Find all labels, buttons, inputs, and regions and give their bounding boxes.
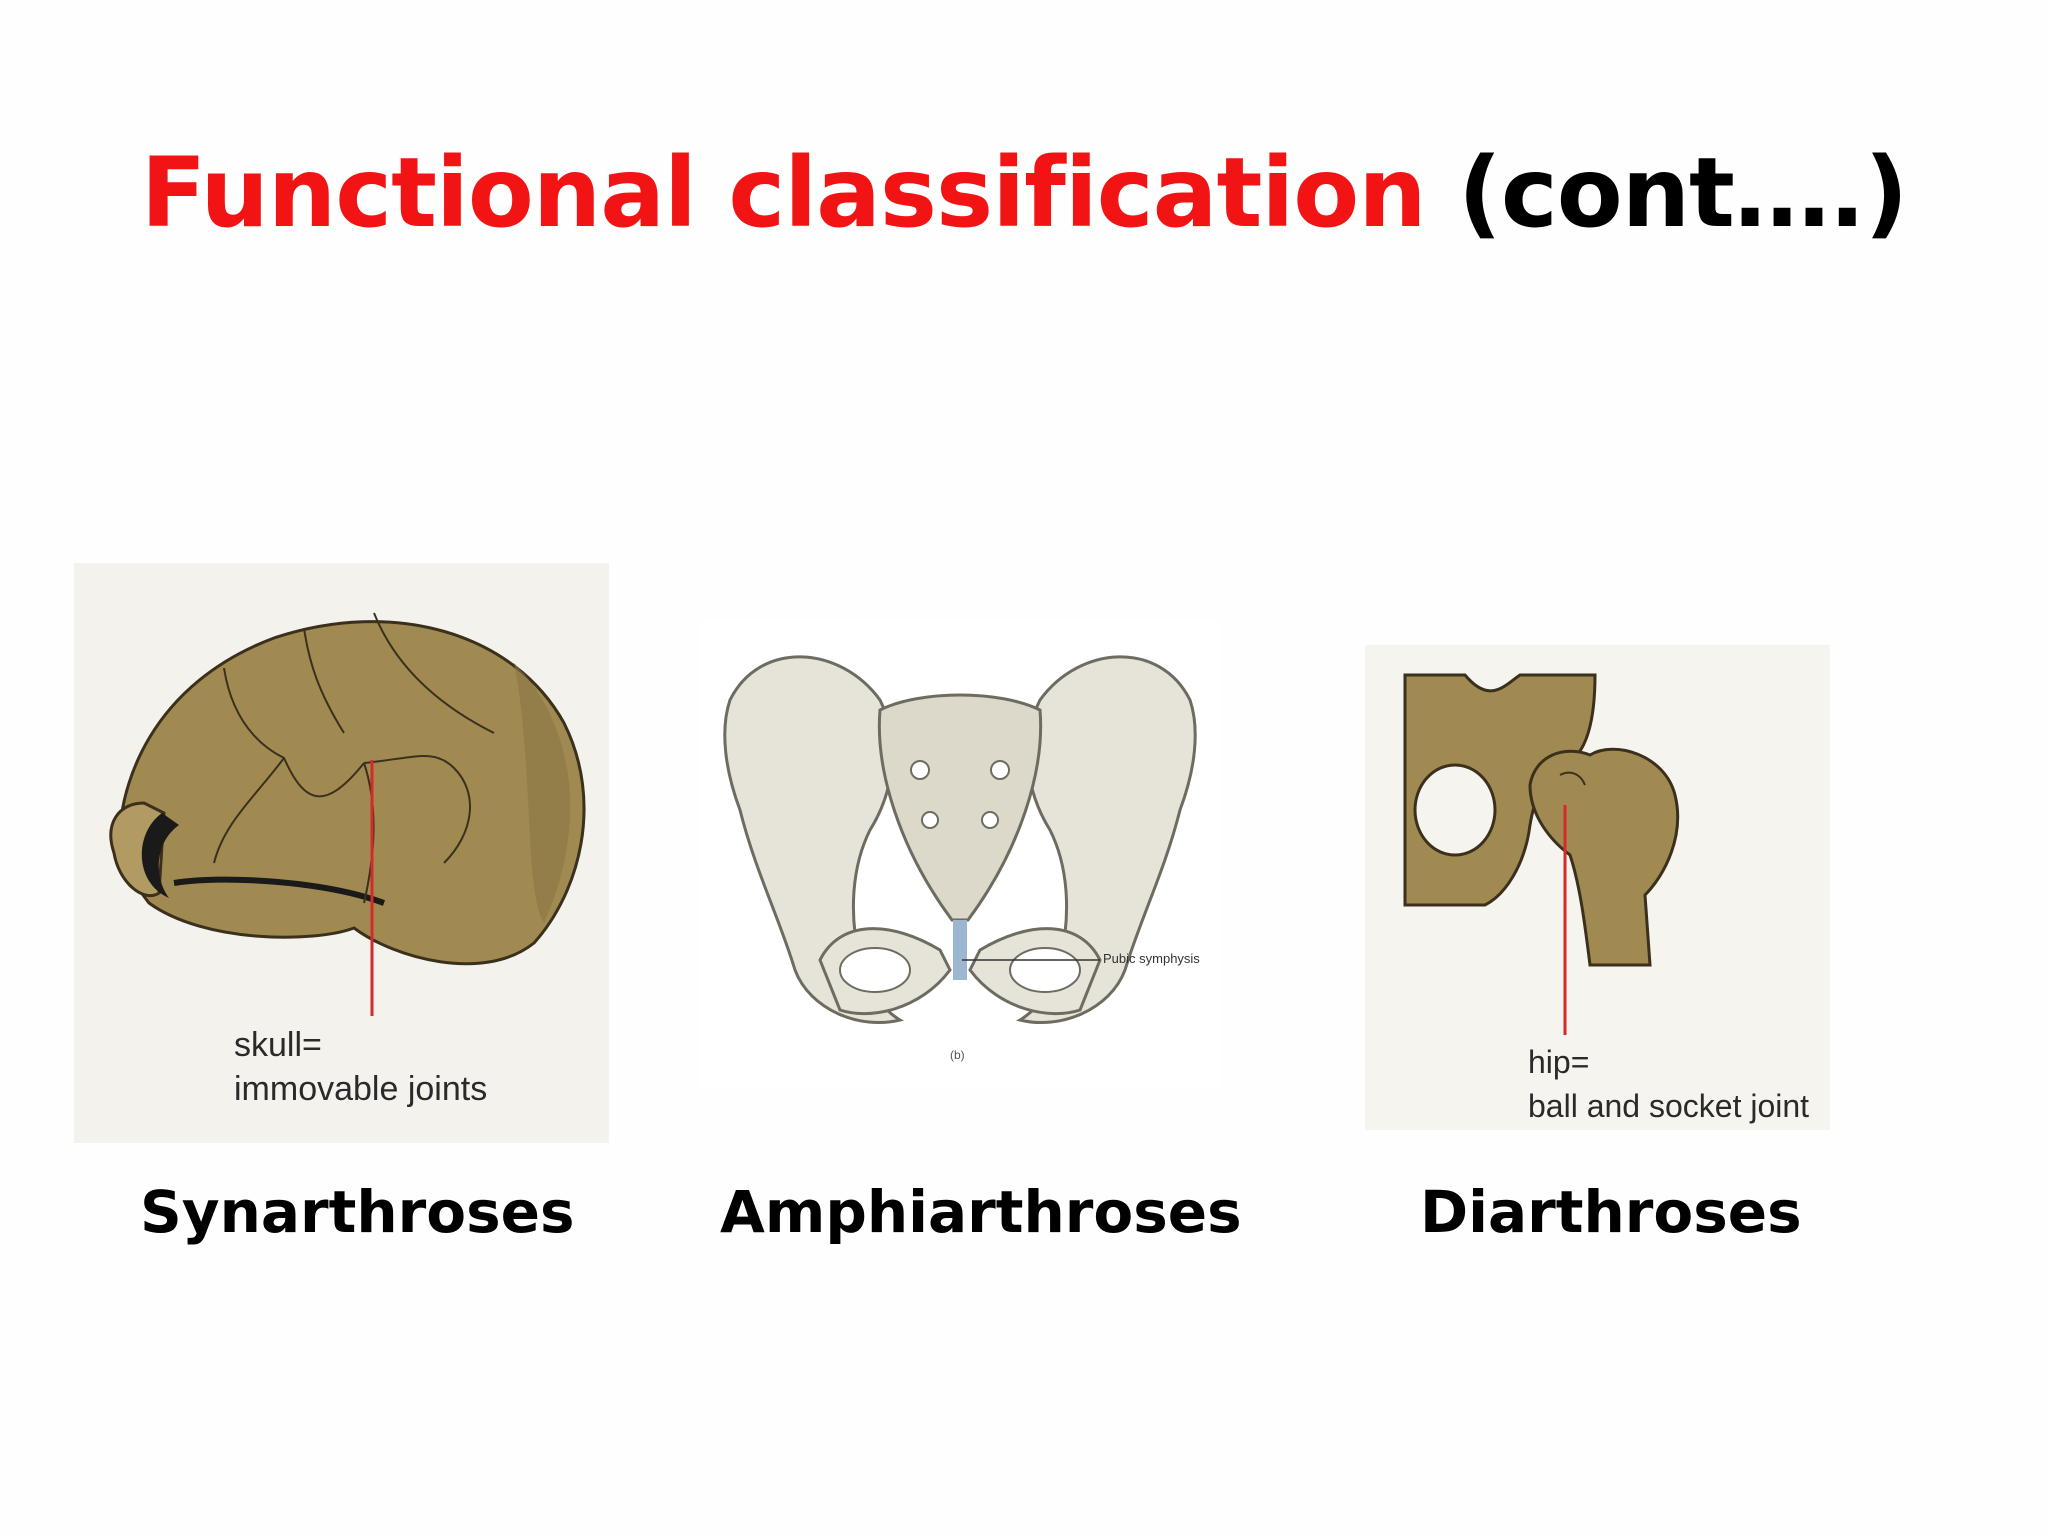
pubic-symphysis-highlight	[953, 920, 967, 980]
skull-label-line2: immovable joints	[234, 1067, 487, 1111]
pelvis-image: Pubic symphysis (b)	[700, 620, 1220, 1090]
caption-synarthroses: Synarthroses	[140, 1178, 574, 1246]
hip-image: hip= ball and socket joint	[1365, 645, 1830, 1130]
hip-label-line2: ball and socket joint	[1528, 1084, 1809, 1128]
hip-label-line1: hip=	[1528, 1040, 1809, 1084]
slide-title: Functional classification (cont….)	[0, 138, 2048, 248]
title-suffix: (cont….)	[1458, 137, 1907, 249]
title-main: Functional classification	[141, 137, 1426, 249]
pelvis-figure-tag: (b)	[950, 1048, 965, 1062]
skull-image: skull= immovable joints	[74, 563, 609, 1143]
pelvis-illustration	[700, 620, 1220, 1090]
hip-label: hip= ball and socket joint	[1528, 1040, 1809, 1128]
skull-label-line1: skull=	[234, 1023, 487, 1067]
pubic-symphysis-callout: Pubic symphysis	[1103, 951, 1200, 966]
skull-label: skull= immovable joints	[234, 1023, 487, 1111]
caption-diarthroses: Diarthroses	[1420, 1178, 1802, 1246]
caption-amphiarthroses: Amphiarthroses	[720, 1178, 1242, 1246]
